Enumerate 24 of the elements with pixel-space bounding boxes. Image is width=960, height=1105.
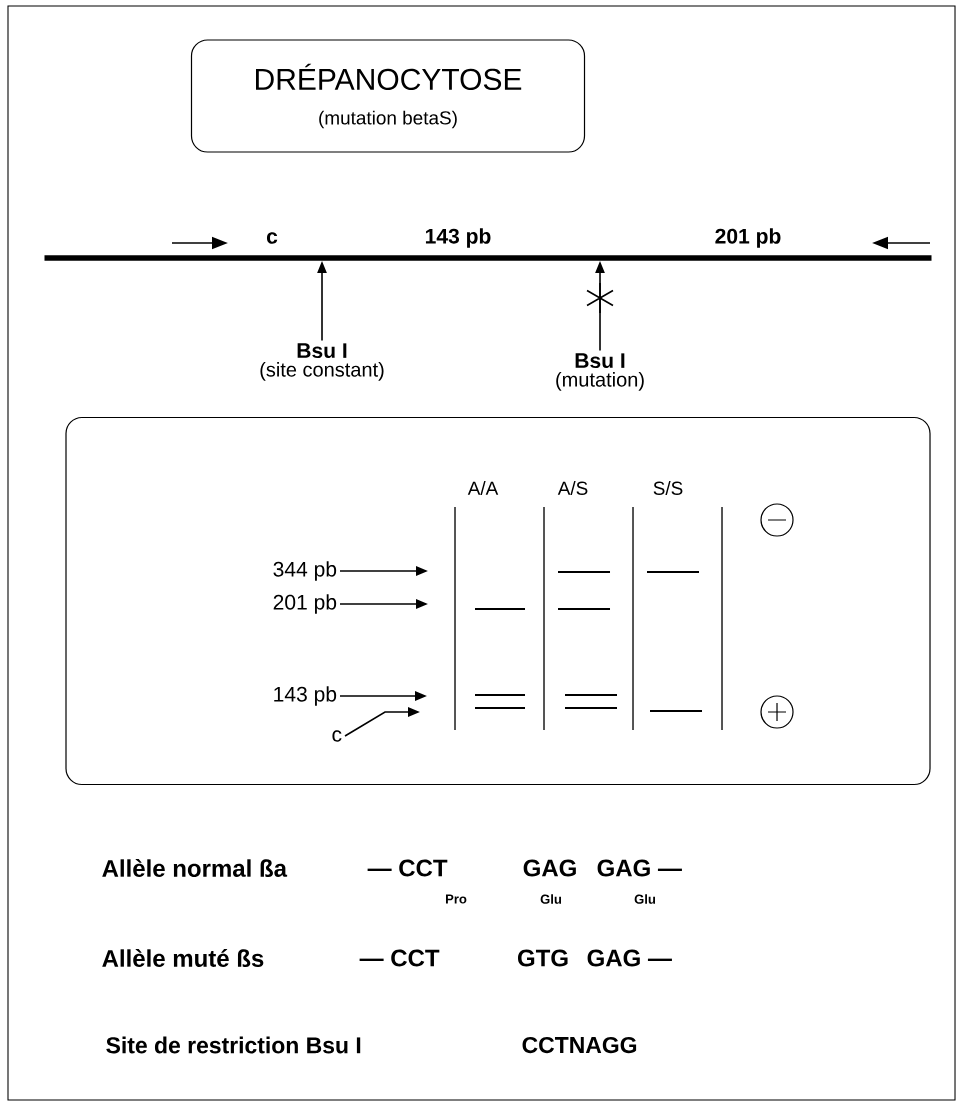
lane-label: A/S <box>557 481 588 495</box>
codon-label: GAG — <box>587 949 672 967</box>
codon-label: GAG — <box>597 859 682 877</box>
codon-label: GAG <box>523 859 576 877</box>
amino-acid-label: Glu <box>540 894 562 904</box>
band-size-label: 143 pb <box>274 686 337 706</box>
amino-acid-label: Glu <box>634 894 656 904</box>
lane-label: S/S <box>653 481 683 495</box>
allele-label: Allèle muté ßs <box>102 949 264 967</box>
enzyme-site-label: Bsu I (site constant) <box>260 343 384 381</box>
sequence-label: CCTNAGG <box>522 1036 637 1054</box>
title-box: DRÉPANOCYTOSE (mutation betaS) <box>190 39 586 153</box>
band-size-label: c <box>332 730 342 742</box>
amino-acid-label: Pro <box>446 894 467 904</box>
band-size-label: 344 pb <box>273 561 337 581</box>
allele-label: Allèle normal ßa <box>102 859 288 877</box>
enzyme-site-label: Bsu I (mutation) <box>556 353 644 391</box>
lane-label: A/A <box>467 481 499 495</box>
codon-label: — CCT <box>359 949 440 967</box>
codon-label: — CCT <box>367 859 448 877</box>
band-size-label: 201 pb <box>273 594 337 614</box>
restriction-site-label: Site de restriction Bsu I <box>106 1036 361 1054</box>
gel-box <box>65 416 931 786</box>
codon-label: GTG <box>518 949 568 967</box>
